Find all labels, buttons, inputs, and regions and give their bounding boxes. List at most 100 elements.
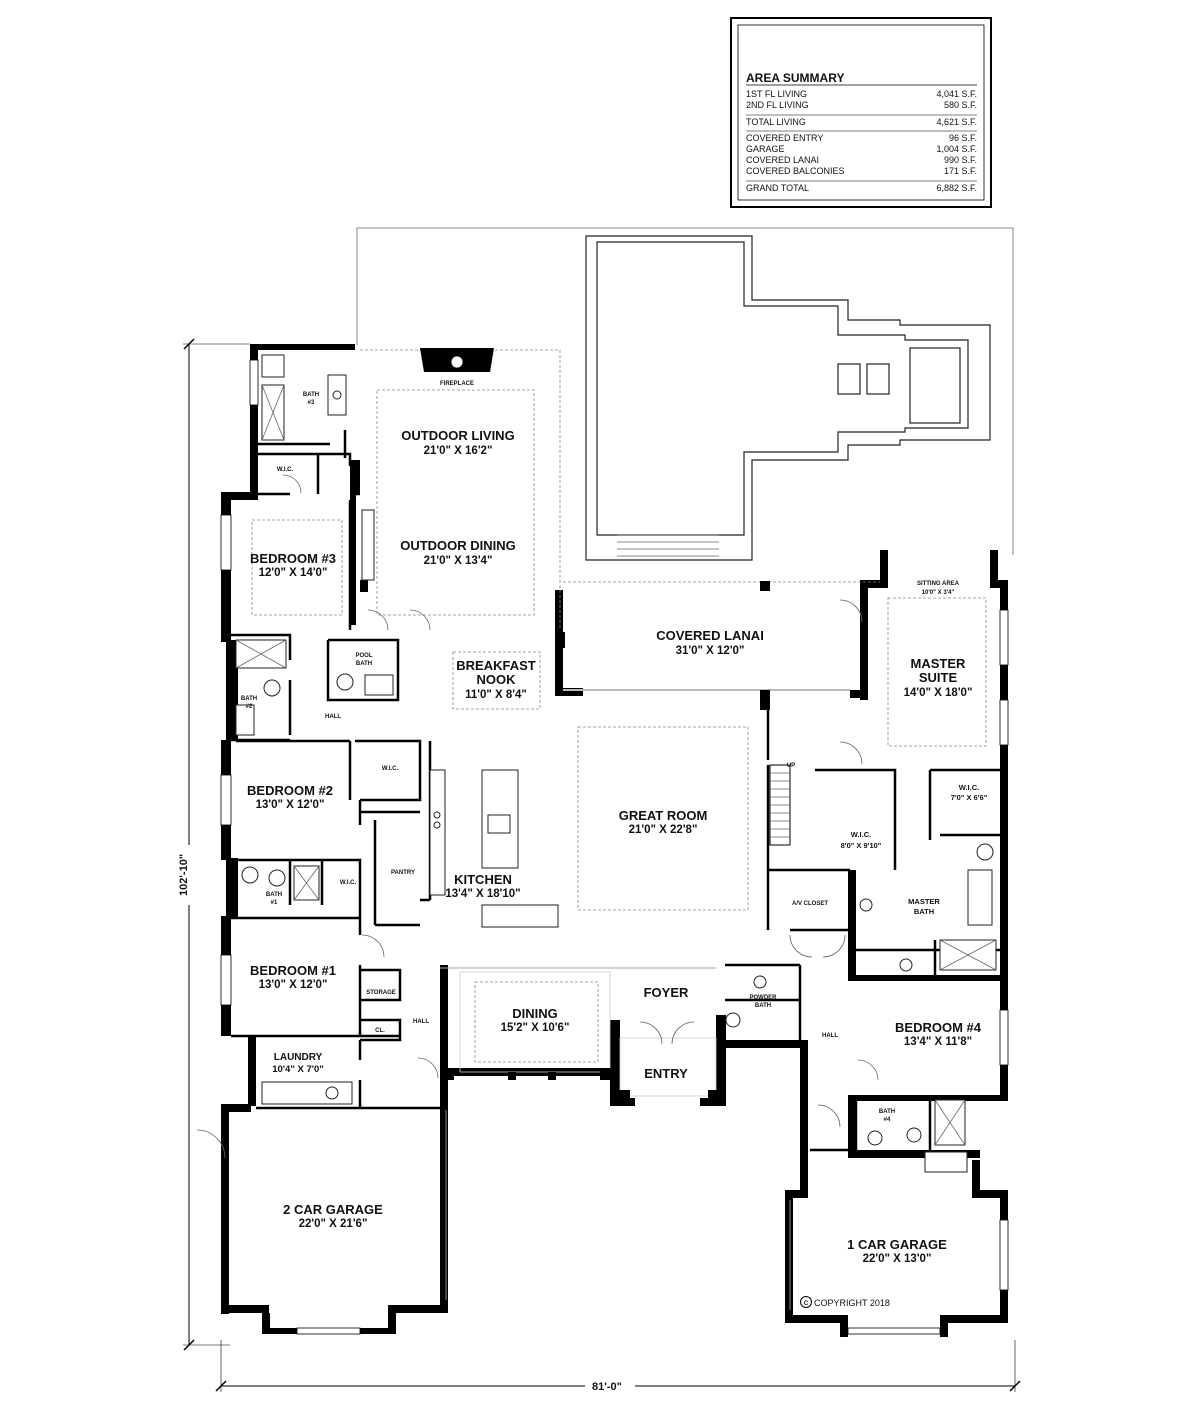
wic-master-small-name: W.I.C. — [959, 783, 979, 792]
great-room-name: GREAT ROOM — [619, 808, 708, 823]
counter-icon — [481, 904, 559, 928]
powder-bath-label-1: POWDER — [750, 995, 778, 1001]
grill-icon — [361, 509, 375, 581]
copyright-symbol: C — [804, 1301, 809, 1307]
area-row-value: 171 S.F. — [944, 166, 977, 176]
hall-west-label: HALL — [325, 714, 341, 720]
area-row-value: 96 S.F. — [949, 133, 977, 143]
master-suite-dim: 14'0" X 18'0" — [904, 687, 973, 699]
bath4-label: BATH — [879, 1109, 895, 1115]
outdoor-dining-dim: 21'0" X 13'4" — [424, 555, 493, 567]
dimension-lines: 81'-0" 102'-10" — [176, 338, 1021, 1394]
sink-icon — [364, 674, 394, 696]
master-suite-name-2: SUITE — [919, 670, 958, 685]
sitting-area-dim: 10'0" X 3'4" — [922, 590, 955, 596]
windows-and-outlines — [220, 349, 1009, 1335]
wic1-label: W.I.C. — [340, 880, 357, 886]
wic-master-small-dim: 7'0" X 6'6" — [951, 793, 988, 802]
area-row-value: 4,041 S.F. — [936, 89, 977, 99]
outdoor-living-name: OUTDOOR LIVING — [401, 428, 514, 443]
kitchen-name: KITCHEN — [454, 872, 512, 887]
pool-bath-label-1: POOL — [355, 653, 372, 659]
breakfast-dim: 11'0" X 8'4" — [465, 689, 527, 701]
area-row-value: 990 S.F. — [944, 155, 977, 165]
pool-deck — [356, 227, 1014, 561]
interior-walls — [231, 430, 1000, 1152]
pool-bath-label-2: BATH — [356, 661, 372, 667]
bedroom2-dim: 13'0" X 12'0" — [256, 799, 325, 811]
great-room-dim: 21'0" X 22'8" — [629, 824, 698, 836]
sink-icon — [924, 1151, 968, 1173]
master-bath-name-1: MASTER — [908, 897, 940, 906]
powder-bath-label-2: BATH — [755, 1003, 771, 1009]
stairs-icon — [769, 764, 791, 846]
garage2-dim: 22'0" X 21'6" — [299, 1218, 368, 1230]
foyer-name: FOYER — [644, 985, 689, 1000]
fireplace-label: FIREPLACE — [440, 381, 474, 387]
sink-icon — [753, 975, 767, 989]
area-row-label: COVERED BALCONIES — [746, 166, 845, 176]
bath3-num: #3 — [308, 400, 315, 406]
bedroom3-dim: 12'0" X 14'0" — [259, 567, 328, 579]
area-row-label: 2ND FL LIVING — [746, 100, 809, 110]
copyright: C COPYRIGHT 2018 — [800, 1296, 890, 1308]
wic-master-dim: 8'0" X 9'10" — [841, 841, 882, 850]
width-dimension: 81'-0" — [592, 1381, 622, 1393]
bedroom3-name: BEDROOM #3 — [250, 551, 336, 566]
bath2-label: BATH — [241, 696, 257, 702]
breakfast-name-1: BREAKFAST — [456, 658, 536, 673]
bedroom4-dim: 13'4" X 11'8" — [904, 1036, 972, 1048]
dining-dim: 15'2" X 10'6" — [501, 1022, 570, 1034]
sink-icon — [241, 866, 259, 884]
range-counter-icon — [429, 769, 446, 896]
toilet-icon — [336, 673, 354, 691]
covered-lanai-dim: 31'0" X 12'0" — [676, 645, 745, 657]
cl-label: CL. — [375, 1028, 385, 1034]
dining-name: DINING — [512, 1006, 558, 1021]
area-row-label: 1ST FL LIVING — [746, 89, 807, 99]
kitchen-dim: 13'4" X 18'10" — [445, 888, 520, 900]
bath4-num: #4 — [884, 1117, 891, 1123]
garage1-dim: 22'0" X 13'0" — [863, 1253, 932, 1265]
garage2-name: 2 CAR GARAGE — [283, 1202, 383, 1217]
area-summary-title: AREA SUMMARY — [746, 71, 844, 85]
bath3-label: BATH — [303, 392, 319, 398]
master-suite-name-1: MASTER — [911, 656, 967, 671]
hall-mid-label: HALL — [413, 1019, 429, 1025]
covered-lanai-name: COVERED LANAI — [656, 628, 764, 643]
depth-dimension: 102'-10" — [178, 854, 190, 896]
sink-icon — [859, 898, 873, 912]
area-row-label: COVERED ENTRY — [746, 133, 823, 143]
copyright-text: COPYRIGHT 2018 — [814, 1298, 890, 1308]
bedroom4-name: BEDROOM #4 — [895, 1020, 982, 1035]
garage1-name: 1 CAR GARAGE — [847, 1237, 947, 1252]
bath1-label: BATH — [266, 892, 282, 898]
bedroom2-name: BEDROOM #2 — [247, 783, 333, 798]
area-summary: AREA SUMMARY 1ST FL LIVING 4,041 S.F. 2ND … — [730, 17, 992, 208]
toilet-icon — [268, 869, 286, 887]
toilet-icon — [263, 679, 281, 697]
sink-icon — [867, 1130, 883, 1146]
entry-name: ENTRY — [644, 1066, 688, 1081]
sink-icon — [487, 814, 511, 834]
wic3-label: W.I.C. — [277, 467, 294, 473]
wic2-label: W.I.C. — [382, 766, 399, 772]
area-row-value: 580 S.F. — [944, 100, 977, 110]
outdoor-living-dim: 21'0" X 16'2" — [424, 445, 493, 457]
area-row-label: COVERED LANAI — [746, 155, 819, 165]
sitting-area-name: SITTING AREA — [917, 581, 960, 587]
area-row-label: GARAGE — [746, 144, 785, 154]
bedroom1-name: BEDROOM #1 — [250, 963, 336, 978]
hall-east-label: HALL — [822, 1033, 838, 1039]
bath2-num: #2 — [246, 704, 253, 710]
toilet-icon — [906, 1127, 922, 1143]
master-bath-name-2: BATH — [914, 907, 934, 916]
breakfast-name-2: NOOK — [477, 672, 517, 687]
laundry-dim: 10'4" X 7'0" — [272, 1064, 324, 1075]
area-row-value: 6,882 S.F. — [936, 183, 977, 193]
area-row-label: GRAND TOTAL — [746, 183, 809, 193]
fixtures — [196, 348, 997, 1173]
sink-icon — [899, 958, 913, 972]
exterior-walls — [221, 344, 1008, 1337]
